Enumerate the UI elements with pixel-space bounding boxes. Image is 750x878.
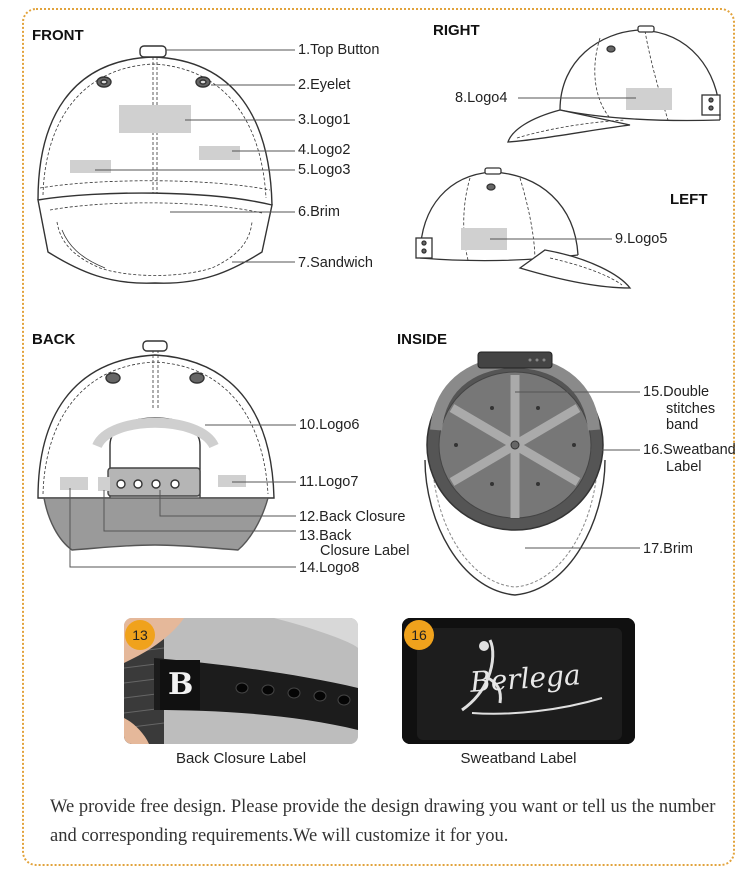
closure-label-logo-glyph: B [168, 667, 193, 702]
logo7-box [218, 475, 246, 487]
badge-16: 16 [404, 620, 434, 650]
callout-back-closure-label-2: Closure Label [320, 543, 409, 559]
back-closure-photo-art [124, 618, 358, 744]
callout-logo5: 9.Logo5 [615, 231, 667, 247]
callout-top-button: 1.Top Button [298, 42, 379, 58]
photo-back-closure-label: B [124, 618, 358, 744]
logo3-box [70, 160, 111, 173]
logo4-box [626, 88, 672, 110]
logo8-box [60, 477, 88, 490]
badge-13: 13 [125, 620, 155, 650]
callout-back-closure-label-1: 13.Back [299, 528, 351, 544]
logo2-box [199, 146, 240, 160]
back-cap [38, 341, 274, 550]
callout-logo3: 5.Logo3 [298, 162, 350, 178]
callout-logo4: 8.Logo4 [455, 90, 507, 106]
callout-eyelet: 2.Eyelet [298, 77, 350, 93]
custom-design-note: We provide free design. Please provide t… [50, 793, 730, 851]
callout-double-stitches-2: stitches [666, 401, 715, 417]
callout-double-stitches-3: band [666, 417, 698, 433]
callout-inside-brim: 17.Brim [643, 541, 693, 557]
callout-logo7: 11.Logo7 [299, 474, 358, 490]
callout-brim: 6.Brim [298, 204, 340, 220]
callout-sandwich: 7.Sandwich [298, 255, 373, 271]
callout-logo2: 4.Logo2 [298, 142, 350, 158]
closure-label-box [98, 477, 110, 491]
photo-sweatband-label: Berlega [402, 618, 635, 744]
caption-sweatband-label: Sweatband Label [402, 750, 635, 767]
callout-sweatband-label-2: Label [666, 459, 701, 475]
caption-back-closure-label: Back Closure Label [124, 750, 358, 767]
callout-logo8: 14.Logo8 [299, 560, 359, 576]
callout-sweatband-label-1: 16.Sweatband [643, 442, 736, 458]
callout-logo1: 3.Logo1 [298, 112, 350, 128]
inside-cap [425, 352, 605, 595]
left-side-cap [416, 168, 630, 288]
callout-double-stitches-1: 15.Double [643, 384, 709, 400]
right-side-cap [508, 26, 720, 142]
callout-logo6: 10.Logo6 [299, 417, 359, 433]
logo1-box [119, 105, 191, 133]
callout-back-closure: 12.Back Closure [299, 509, 405, 525]
